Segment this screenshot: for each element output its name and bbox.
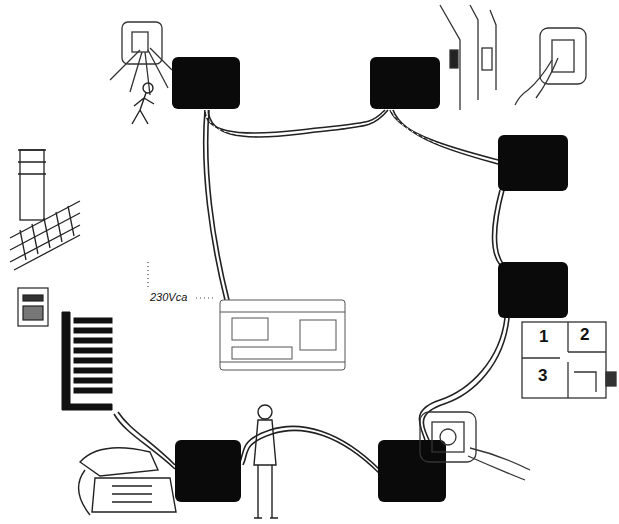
radiator [62, 312, 112, 410]
bus-module [172, 57, 568, 502]
heater-unit [18, 288, 48, 326]
controller-unit [220, 300, 345, 370]
telephone [79, 448, 176, 515]
walking-person [132, 83, 154, 124]
bus-wire-twist [116, 110, 507, 472]
window-contact [440, 5, 496, 110]
room-number: 3 [538, 367, 547, 384]
bus-wire [114, 110, 509, 474]
room-number: 2 [580, 326, 589, 343]
standing-person [254, 405, 278, 518]
room-number: 1 [539, 328, 548, 345]
wall-switch [515, 28, 586, 105]
voltage-label: 230Vca [150, 292, 187, 303]
keypad [420, 412, 530, 480]
floor-plan [522, 322, 616, 398]
motion-sensor [110, 22, 172, 95]
roof-chimney [10, 150, 80, 270]
